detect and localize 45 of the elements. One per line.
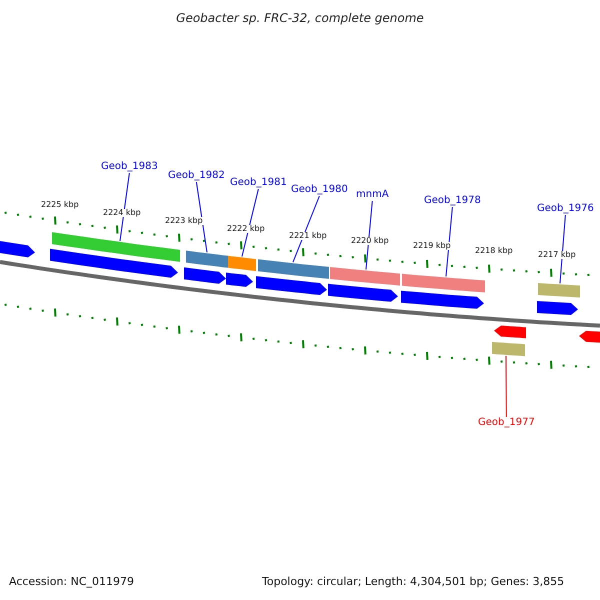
- scale-label: 2223 kbp: [164, 217, 204, 225]
- gene-bar: [328, 284, 398, 302]
- genome-summary: Topology: circular; Length: 4,304,501 bp; Genes: 3,855: [262, 576, 564, 587]
- gene-bar: [401, 290, 484, 309]
- scale-label: 2217 kbp: [537, 251, 577, 259]
- gene-bar: [228, 256, 256, 272]
- gene-bar: [492, 342, 525, 356]
- gene-label: mnmA: [356, 190, 389, 200]
- leader-line: [366, 200, 373, 270]
- gene-bar: [226, 272, 253, 287]
- gene-label: Geob_1982: [168, 171, 225, 181]
- scale-label: 2224 kbp: [102, 209, 142, 217]
- gene-bar: [402, 274, 485, 292]
- gene-bar: [52, 232, 180, 262]
- genome-title: Geobacter sp. FRC-32, complete genome: [175, 12, 425, 24]
- gene-bar: [258, 259, 329, 279]
- gene-label: Geob_1977: [478, 418, 535, 428]
- accession-text: Accession: NC_011979: [9, 576, 134, 587]
- leader-line: [120, 172, 130, 242]
- gene-label: Geob_1981: [230, 178, 287, 188]
- scale-label: 2225 kbp: [40, 201, 80, 209]
- gene-bar: [186, 250, 228, 268]
- leader-line: [560, 214, 566, 284]
- scale-label: 2221 kbp: [288, 232, 328, 240]
- leader-line: [446, 206, 453, 277]
- gene-label: Geob_1980: [291, 185, 348, 195]
- gene-bar: [184, 267, 226, 284]
- gene-bar: [330, 267, 400, 286]
- leader-line: [292, 196, 320, 263]
- gene-bar: [494, 326, 526, 338]
- gene-label: Geob_1978: [424, 196, 481, 206]
- leader-line: [242, 188, 259, 257]
- gene-bar: [537, 301, 578, 315]
- gene-label: Geob_1983: [101, 162, 158, 172]
- gene-bar: [256, 276, 327, 295]
- scale-label: 2222 kbp: [226, 225, 266, 233]
- gene-bar: [538, 283, 580, 298]
- leader-line: [506, 355, 507, 418]
- gene-bar: [579, 330, 600, 344]
- scale-label: 2220 kbp: [350, 237, 390, 245]
- gene-bar: [50, 248, 178, 278]
- gene-label: Geob_1976: [537, 204, 594, 214]
- scale-label: 2219 kbp: [412, 242, 452, 250]
- scale-label: 2218 kbp: [474, 247, 514, 255]
- leader-line: [196, 182, 208, 253]
